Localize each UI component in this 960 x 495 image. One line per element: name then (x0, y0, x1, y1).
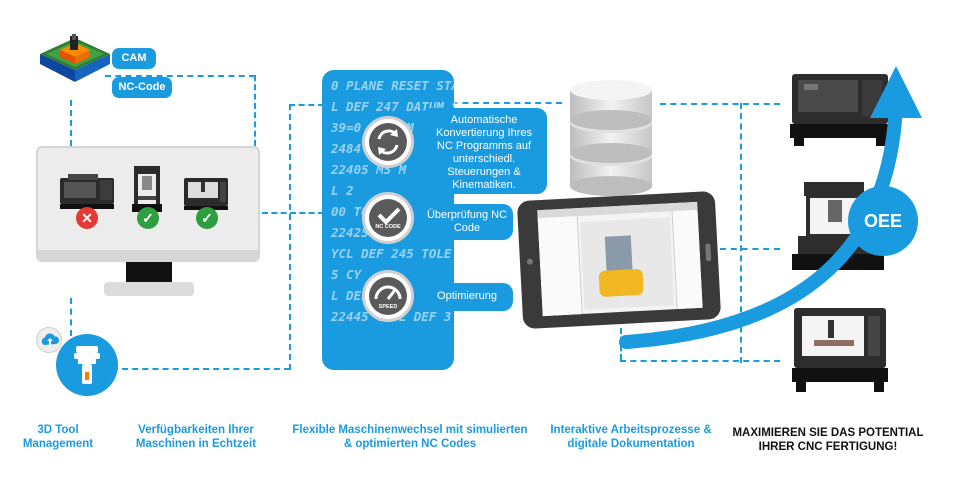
convert-text: Automatische Konvertierung Ihres NC Prog… (436, 114, 532, 191)
speed-icon: SPEED (362, 270, 414, 322)
convert-bubble: Automatische Konvertierung Ihres NC Prog… (421, 108, 547, 194)
connector-nc-to-db (452, 102, 562, 104)
connector-to-machine2 (720, 248, 780, 250)
check-text: Überprüfung NC Code (426, 209, 508, 234)
optimize-bubble: Optimierung (421, 283, 513, 311)
code-line: YCL DEF 245 TOLE (331, 246, 452, 261)
optimize-text: Optimierung (437, 290, 497, 302)
connector-monitor-to-nc (262, 212, 324, 214)
nc-code-badge: NC-Code (112, 77, 172, 98)
connector-tool-right (112, 368, 290, 370)
connector-right-vertical (740, 103, 742, 363)
cam-part-icon (40, 34, 110, 82)
cam-badge-label: CAM (121, 52, 147, 64)
growth-arrow-icon (619, 66, 922, 349)
connector-cam-down-left (70, 100, 72, 146)
code-line: 2484 (331, 141, 362, 156)
machine-icon-1 (60, 174, 114, 209)
caption-maximize: MAXIMIEREN SIE DAS POTENTIAL IHRER CNC F… (732, 427, 924, 453)
code-line: 5 CY (331, 267, 362, 282)
nc-code-check-icon: NC CODE (362, 192, 414, 244)
tablet-camera (526, 258, 534, 265)
convert-icon (362, 116, 414, 168)
connector-cam-right (105, 75, 255, 77)
caption-tool-management: 3D Tool Management (22, 424, 94, 450)
connector-tool-to-nc (289, 104, 324, 106)
cam-badge: CAM (112, 48, 156, 69)
tool-holder-icon (56, 334, 118, 396)
code-line: 0 PLANE RESET STA (331, 78, 459, 93)
code-line: L 2 (331, 183, 354, 198)
connector-tablet-to-machine3 (620, 360, 780, 362)
oee-label: OEE (863, 211, 902, 231)
check-bubble: Überprüfung NC Code (421, 204, 513, 240)
connector-tool-up (289, 104, 291, 370)
status-ok-icon: ✓ (137, 207, 159, 229)
connector-db-to-machine1 (660, 103, 780, 105)
status-error-icon: ✕ (76, 207, 98, 229)
cnc-machine-3 (792, 308, 888, 392)
monitor-neck (126, 262, 172, 284)
monitor-bezel (36, 250, 260, 262)
screen-tree (537, 216, 583, 317)
database-icon (570, 80, 652, 196)
cloud-upload-icon (36, 327, 62, 353)
caption-flexible: Flexible Maschinenwechsel mit simulierte… (292, 424, 528, 450)
monitor-stand (104, 282, 194, 296)
nc-code-badge-label: NC-Code (118, 81, 166, 93)
status-ok-icon: ✓ (196, 207, 218, 229)
speed-icon-label: SPEED (378, 304, 398, 310)
oee-circle: OEE (848, 186, 918, 256)
caption-interactive: Interaktive Arbeitsprozesse & digitale D… (550, 424, 712, 450)
nc-code-check-label: NC CODE (375, 224, 401, 230)
caption-availability: Verfügbarkeiten Ihrer Maschinen in Echtz… (135, 424, 257, 450)
connector-monitor-down (70, 298, 72, 336)
connector-cam-down-right (254, 75, 256, 146)
